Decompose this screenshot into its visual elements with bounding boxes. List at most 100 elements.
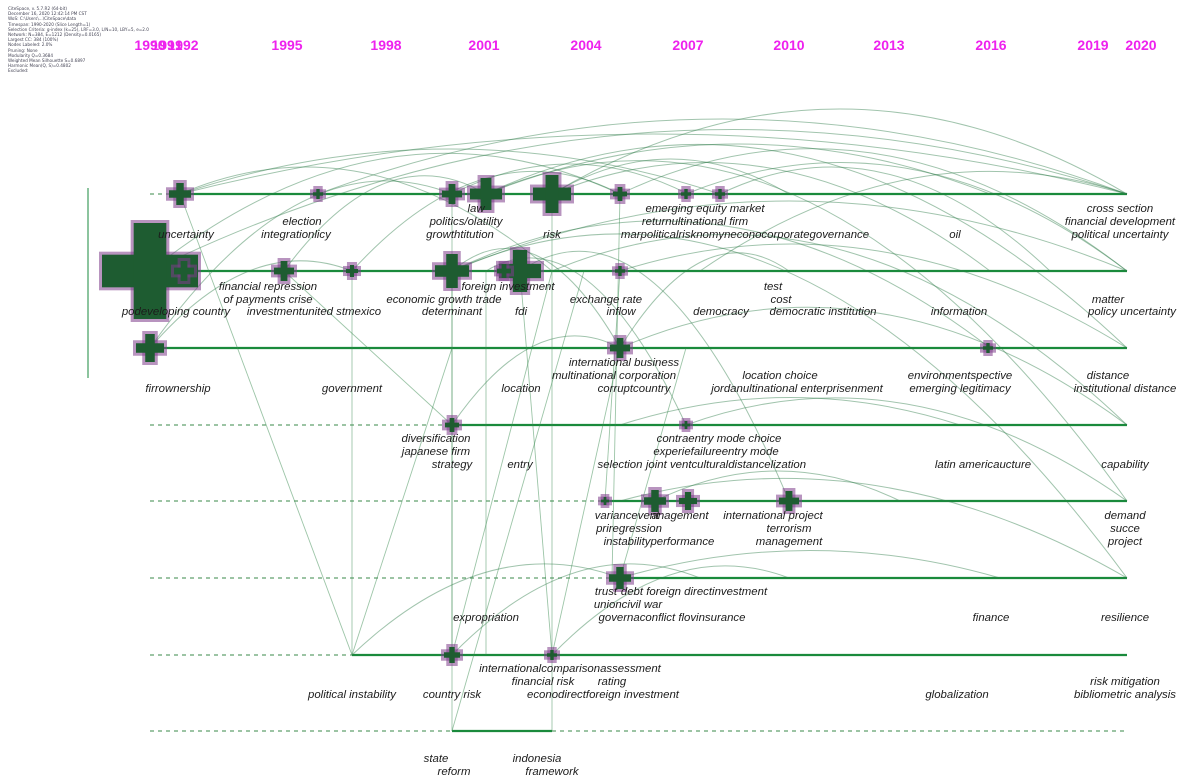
- keyword-label: political uncertainty: [1071, 229, 1170, 241]
- node-arm: [684, 189, 688, 199]
- node-arm: [501, 264, 507, 278]
- keyword-label: experiefailureentry mode: [653, 446, 778, 458]
- keyword-label: returnultinational firm: [642, 216, 748, 228]
- keyword-label: rating: [598, 676, 627, 688]
- keyword-node: [171, 258, 197, 284]
- citation-arc: [149, 129, 1128, 272]
- keyword-label: foreign investment: [461, 281, 555, 293]
- keyword-label: democratic institution: [770, 306, 877, 318]
- keyword-label: oil: [949, 229, 961, 241]
- citation-arc: [519, 250, 790, 502]
- keyword-label: latin americaucture: [935, 459, 1031, 471]
- keyword-label: resilience: [1101, 612, 1149, 624]
- citation-link: [351, 347, 453, 656]
- keyword-label: investmentunited stmexico: [247, 306, 381, 318]
- keyword-label: contraentry mode choice: [657, 433, 782, 445]
- keyword-label: multinational corporation: [552, 370, 676, 382]
- citation-link: [551, 347, 621, 656]
- year-label: 2016: [975, 37, 1006, 53]
- keyword-label: japanese firm: [400, 446, 470, 458]
- keyword-label: finance: [973, 612, 1010, 624]
- keyword-label: instabilityperformance: [604, 536, 715, 548]
- node-arm: [684, 492, 692, 510]
- keyword-label: location: [501, 383, 540, 395]
- keyword-label: state: [424, 753, 449, 765]
- keyword-label: selection: [598, 459, 643, 471]
- keyword-node: [133, 331, 167, 365]
- keyword-label: unioncivil war: [594, 599, 664, 611]
- citation-arc: [619, 306, 1128, 426]
- citation-link: [451, 270, 585, 732]
- keyword-label: international project: [723, 510, 823, 522]
- keyword-node: [271, 258, 297, 284]
- keyword-label: entry: [507, 459, 534, 471]
- info-line: Excluded:: [8, 68, 29, 74]
- keyword-node: [776, 488, 802, 514]
- keyword-node: [432, 251, 472, 291]
- citation-arc: [685, 397, 1128, 502]
- keyword-label: terrorism: [767, 523, 812, 535]
- year-label: 1995: [271, 37, 302, 53]
- year-label: 2010: [773, 37, 804, 53]
- keyword-label: financial repression: [219, 281, 317, 293]
- keyword-node: [679, 418, 693, 432]
- citation-link: [619, 347, 687, 579]
- node-arm: [617, 187, 623, 201]
- citation-arc: [619, 477, 1128, 579]
- node-arm: [280, 261, 288, 281]
- node-arm: [618, 266, 622, 276]
- citation-arc: [451, 220, 991, 349]
- citation-link: [604, 270, 621, 502]
- keyword-label: law: [467, 203, 485, 215]
- year-label: 1991: [151, 37, 182, 53]
- keyword-label: project: [1107, 536, 1143, 548]
- citation-link: [179, 193, 353, 656]
- keyword-node: [343, 262, 361, 280]
- citation-arc: [179, 148, 721, 195]
- keyword-label: management: [756, 536, 823, 548]
- keyword-label: framework: [525, 766, 579, 778]
- keyword-label: capability: [1101, 459, 1150, 471]
- citation-arc: [485, 143, 991, 195]
- keyword-node: [439, 181, 465, 207]
- keyword-label: exchange rate: [570, 294, 642, 306]
- keyword-label: firrownership: [145, 383, 210, 395]
- keyword-label: institutional distance: [1074, 383, 1177, 395]
- keyword-label: cost: [771, 294, 793, 306]
- keyword-label: cross section: [1087, 203, 1153, 215]
- keyword-label: governaconflict flovinsurance: [599, 612, 746, 624]
- keyword-node: [678, 186, 694, 202]
- keyword-node: [606, 564, 634, 592]
- citation-arc: [551, 158, 790, 195]
- keyword-node: [610, 184, 630, 204]
- keyword-label: inflow: [606, 306, 636, 318]
- node-arm: [986, 343, 990, 353]
- keyword-label: determinant: [422, 306, 483, 318]
- keyword-label: risk mitigation: [1090, 676, 1160, 688]
- keyword-label: environmentspective: [908, 370, 1012, 382]
- keyword-label: location choice: [742, 370, 817, 382]
- info-line: December 16, 2020 12:42:14 PM CST: [8, 11, 87, 17]
- keyword-label: international business: [569, 357, 679, 369]
- citation-arc: [619, 243, 1128, 349]
- keyword-label: marpoliticalrisknomyneconocorporategover…: [621, 229, 869, 241]
- keyword-label: succe: [1110, 523, 1140, 535]
- citation-link: [611, 193, 621, 579]
- year-label: 1992: [167, 37, 198, 53]
- node-arm: [449, 418, 455, 432]
- keyword-node: [494, 261, 514, 281]
- info-line: Largest CC: 384 (100%): [8, 37, 59, 43]
- citation-arc: [619, 148, 1128, 272]
- node-arm: [785, 491, 793, 511]
- citation-arc: [179, 133, 1128, 195]
- node-arm: [145, 334, 155, 362]
- citation-arc: [485, 160, 1128, 502]
- keyword-node: [530, 172, 574, 216]
- keyword-node: [467, 175, 505, 213]
- keyword-label: bibliometric analysis: [1074, 689, 1176, 701]
- citation-arc: [149, 180, 453, 349]
- keyword-node: [712, 186, 728, 202]
- citation-arc: [451, 335, 621, 426]
- node-arm: [349, 265, 355, 277]
